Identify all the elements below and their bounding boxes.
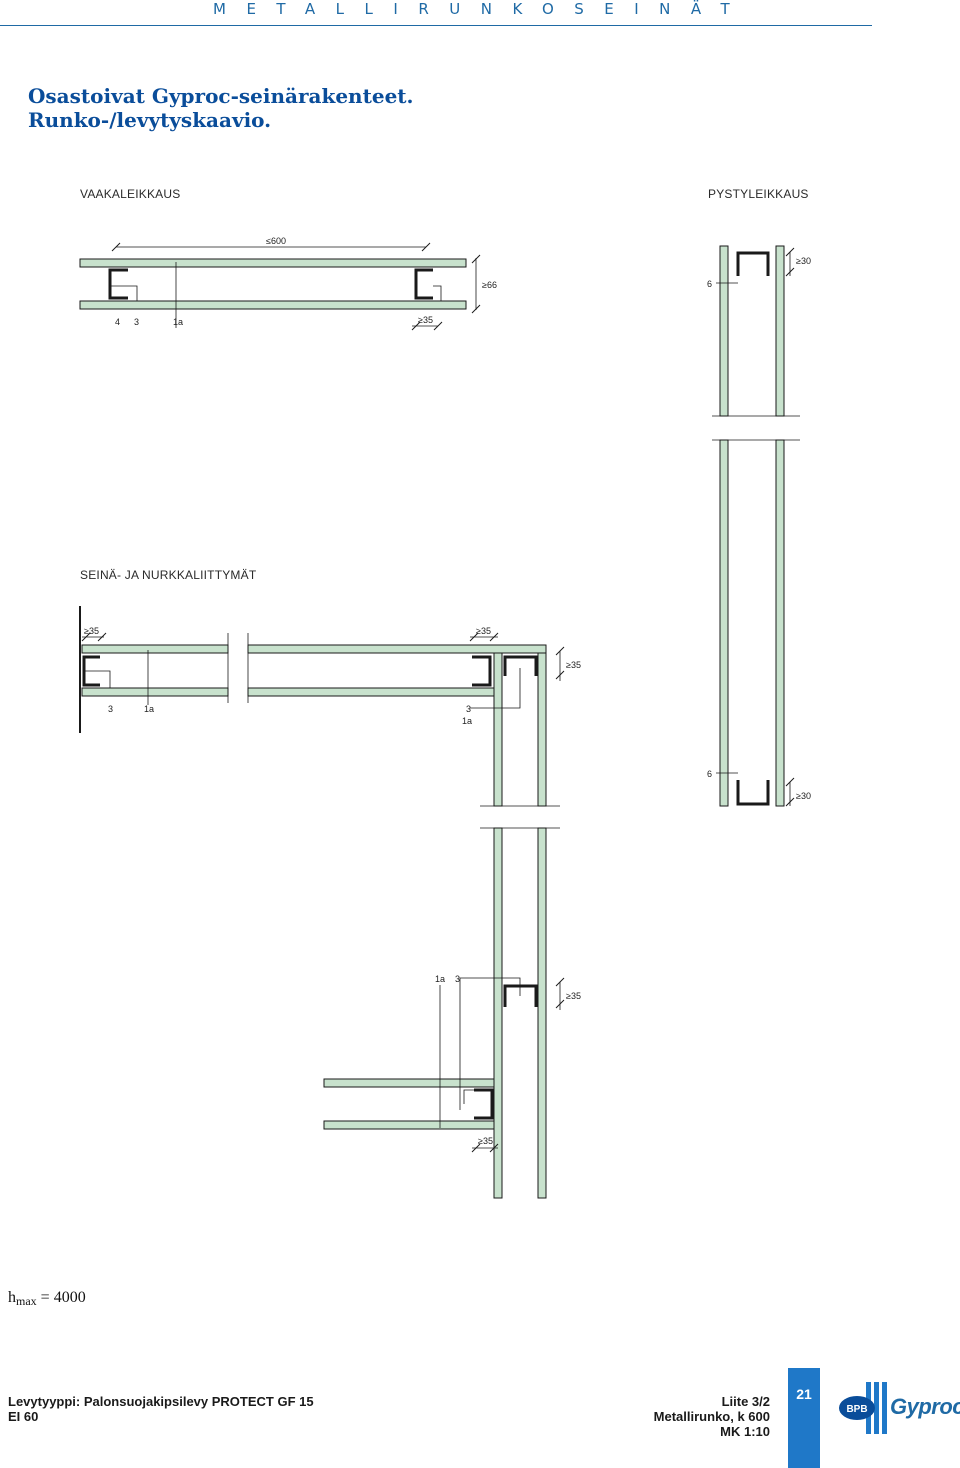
marker-1a: 1a <box>173 317 183 327</box>
marker-3: 3 <box>134 317 139 327</box>
appendix: Liite 3/2 <box>721 1394 770 1409</box>
fire-rating: EI 60 <box>8 1409 39 1424</box>
vertical-section: ≥30 ≥30 6 6 <box>707 245 811 807</box>
bpb-logo-icon: BPB <box>839 1382 887 1434</box>
frame-spec: Metallirunko, k 600 <box>653 1409 770 1424</box>
marker-3-t: 3 <box>455 974 460 984</box>
height-limit: hmax = 4000 <box>8 1289 86 1308</box>
board-back <box>79 300 467 310</box>
vboard-left-bottom <box>719 439 729 807</box>
marker-1a-t: 1a <box>435 974 445 984</box>
page-title-line2: Runko-/levytyskaavio. <box>28 108 272 132</box>
section-label-horizontal: VAAKALEIKKAUS <box>80 187 181 201</box>
marker-3-junction: 3 <box>108 704 113 714</box>
marker-1a-corner: 1a <box>462 716 472 726</box>
height-limit-value: = 4000 <box>40 1289 86 1306</box>
section-label-junctions: SEINÄ- JA NURKKALIITTYMÄT <box>80 568 257 582</box>
t-junction-section: ≥35 ≥35 1a 3 <box>323 827 581 1199</box>
dim-35-t-b: ≥35 <box>478 1136 493 1146</box>
dim-35-horizontal: ≥35 <box>418 315 433 325</box>
board-type: Levytyyppi: Palonsuojakipsilevy PROTECT … <box>8 1394 314 1409</box>
dim-35-junction-c: ≥35 <box>566 660 581 670</box>
stud-left <box>108 268 128 300</box>
junction-section: ≥35 ≥35 ≥35 3 1a 3 1a <box>79 606 581 829</box>
footer-left: Levytyyppi: Palonsuojakipsilevy PROTECT … <box>8 1394 314 1424</box>
dim-35-junction-a: ≥35 <box>84 626 99 636</box>
page-title: Osastoivat Gyproc-seinärakenteet. Runko-… <box>28 84 414 132</box>
dim-wall-width: ≥66 <box>482 280 497 290</box>
section-label-vertical: PYSTYLEIKKAUS <box>708 187 809 201</box>
header-rule <box>0 25 872 26</box>
dim-30-bottom: ≥30 <box>796 791 811 801</box>
dim-35-junction-b: ≥35 <box>476 626 491 636</box>
brand-name: Gyproc <box>890 1394 960 1419</box>
vboard-right-bottom <box>775 439 785 807</box>
footer-right: Liite 3/2 Metallirunko, k 600 MK 1:10 <box>654 1394 770 1439</box>
board-front <box>79 258 467 268</box>
marker-4: 4 <box>115 317 120 327</box>
vboard-right-top <box>775 245 785 417</box>
scale: MK 1:10 <box>720 1424 770 1439</box>
marker-6-top: 6 <box>707 279 712 289</box>
svg-text:BPB: BPB <box>846 1404 867 1415</box>
dim-30-top: ≥30 <box>796 256 811 266</box>
horizontal-section: ≤600 ≥66 ≥35 4 3 1a <box>79 236 497 331</box>
dim-35-t-a: ≥35 <box>566 991 581 1001</box>
dim-spacing: ≤600 <box>266 236 286 246</box>
height-limit-sub: max <box>16 1294 37 1308</box>
marker-1a-junction: 1a <box>144 704 154 714</box>
marker-6-bottom: 6 <box>707 769 712 779</box>
page-title-line1: Osastoivat Gyproc-seinärakenteet. <box>28 84 414 108</box>
header-title: METALLIRUNKOSEINÄT <box>213 0 751 18</box>
page-number: 21 <box>796 1386 812 1402</box>
stud-right <box>414 268 433 300</box>
vboard-left-top <box>719 245 729 417</box>
page-tab <box>788 1368 820 1468</box>
marker-3-corner: 3 <box>466 704 471 714</box>
